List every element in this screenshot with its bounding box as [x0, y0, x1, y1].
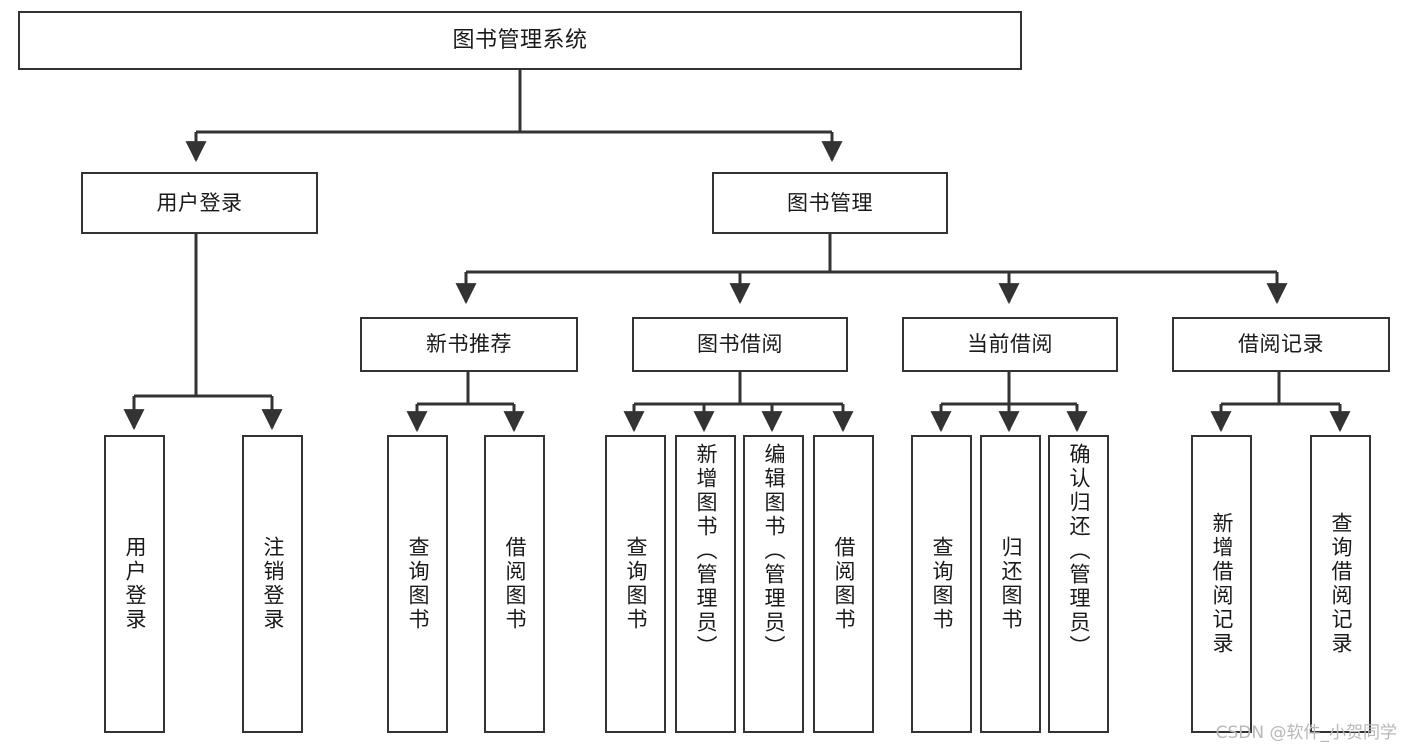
leaf-current-borrow-query-books[interactable]: 查询图书	[911, 435, 972, 733]
node-label: 查询图书	[406, 536, 430, 632]
node-borrow-record[interactable]: 借阅记录	[1172, 317, 1390, 372]
node-book-borrow[interactable]: 图书借阅	[632, 317, 848, 372]
node-label: 图书管理系统	[452, 27, 588, 53]
node-label: 新增借阅记录	[1210, 512, 1234, 656]
node-label: 借阅图书	[503, 536, 527, 632]
node-label: 新书推荐	[426, 332, 512, 357]
leaf-borrow-record-add-record[interactable]: 新增借阅记录	[1191, 435, 1252, 733]
node-label: 借阅图书	[832, 536, 856, 632]
node-new-book-recommend[interactable]: 新书推荐	[360, 317, 578, 372]
node-label: 确认归还（管理员）	[1067, 443, 1091, 659]
leaf-book-borrow-borrow-books[interactable]: 借阅图书	[813, 435, 874, 733]
leaf-user-login-signout[interactable]: 注销登录	[242, 435, 303, 733]
node-label: 查询借阅记录	[1329, 512, 1353, 656]
node-label: 新增图书（管理员）	[694, 443, 718, 659]
leaf-current-borrow-confirm-return-admin[interactable]: 确认归还（管理员）	[1048, 435, 1109, 733]
node-label: 借阅记录	[1238, 332, 1324, 357]
leaf-book-borrow-add-book-admin[interactable]: 新增图书（管理员）	[675, 435, 736, 733]
leaf-book-borrow-query-books[interactable]: 查询图书	[605, 435, 666, 733]
node-label: 查询图书	[624, 536, 648, 632]
node-label: 注销登录	[261, 536, 285, 632]
leaf-new-book-borrow-books[interactable]: 借阅图书	[484, 435, 545, 733]
node-label: 归还图书	[999, 536, 1023, 632]
leaf-book-borrow-edit-book-admin[interactable]: 编辑图书（管理员）	[743, 435, 804, 733]
leaf-new-book-query-books[interactable]: 查询图书	[387, 435, 448, 733]
node-root-book-management-system[interactable]: 图书管理系统	[18, 11, 1022, 70]
node-label: 图书管理	[787, 190, 873, 215]
node-current-borrow[interactable]: 当前借阅	[902, 317, 1118, 372]
node-label: 用户登录	[123, 536, 147, 632]
node-label: 图书借阅	[697, 332, 783, 357]
leaf-borrow-record-query-record[interactable]: 查询借阅记录	[1310, 435, 1371, 733]
node-book-management[interactable]: 图书管理	[712, 172, 948, 234]
node-label: 编辑图书（管理员）	[762, 443, 786, 659]
node-label: 用户登录	[156, 190, 243, 215]
leaf-current-borrow-return-books[interactable]: 归还图书	[980, 435, 1041, 733]
node-user-login[interactable]: 用户登录	[81, 172, 318, 234]
leaf-user-login-signin[interactable]: 用户登录	[104, 435, 165, 733]
node-label: 当前借阅	[967, 332, 1053, 357]
node-label: 查询图书	[930, 536, 954, 632]
csdn-watermark: CSDN @软件_小贺同学	[1215, 723, 1397, 743]
